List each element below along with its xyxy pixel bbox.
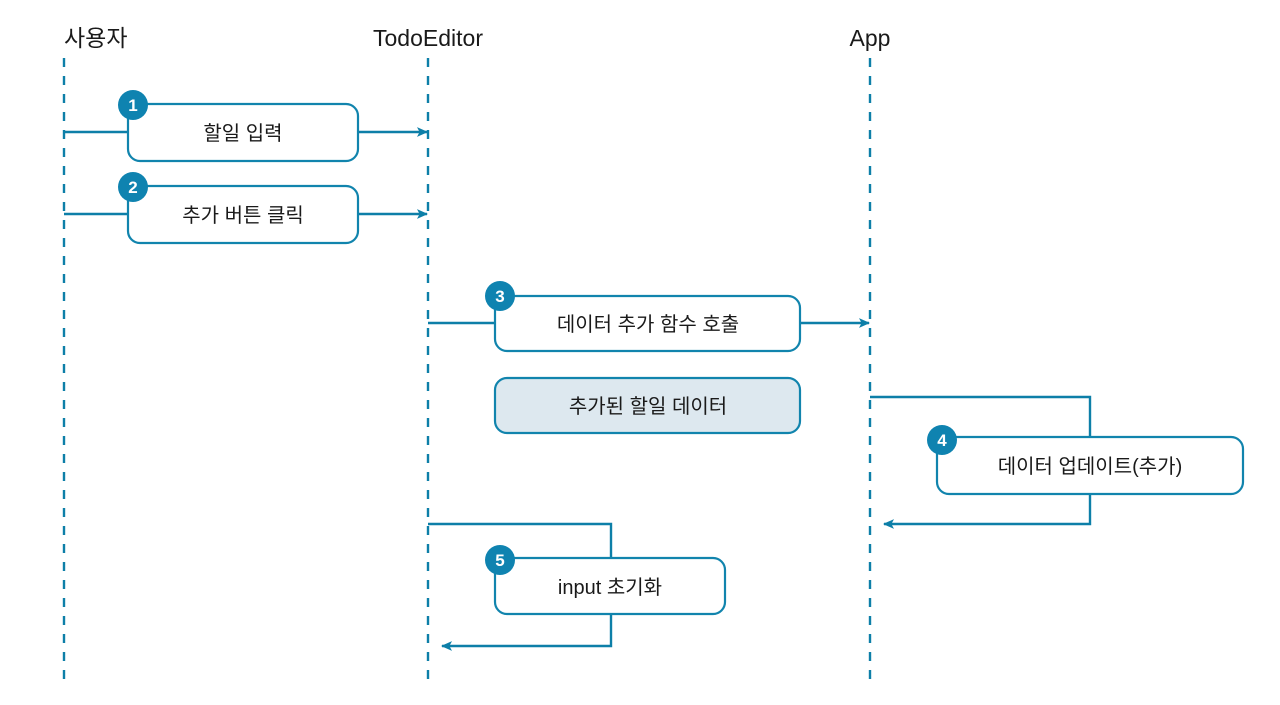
lifeline-label-editor: TodoEditor bbox=[373, 25, 483, 51]
lifeline-label-app: App bbox=[850, 25, 891, 51]
message-3-badge-number: 3 bbox=[495, 287, 504, 306]
message-2-label: 추가 버튼 클릭 bbox=[182, 204, 304, 227]
message-5-badge-circle bbox=[485, 545, 515, 575]
lifelines bbox=[62, 58, 872, 686]
message-3-box[interactable] bbox=[493, 294, 802, 353]
message-4-badge-number: 4 bbox=[937, 431, 947, 450]
message-5-box[interactable] bbox=[493, 556, 727, 616]
message-2-box[interactable] bbox=[126, 184, 360, 245]
message-3-label: 데이터 추가 함수 호출 bbox=[557, 313, 739, 336]
message-5-badge-number: 5 bbox=[495, 551, 504, 570]
message-4[interactable]: 데이터 업데이트(추가) 4 bbox=[870, 395, 1245, 529]
message-1[interactable]: 할일 입력 1 bbox=[64, 90, 428, 163]
message-2-badge-circle bbox=[118, 172, 148, 202]
message-1-badge-circle bbox=[118, 90, 148, 120]
message-3[interactable]: 데이터 추가 함수 호출 3 bbox=[428, 281, 870, 353]
message-4-box[interactable] bbox=[935, 435, 1245, 496]
message-1-label: 할일 입력 bbox=[203, 122, 282, 145]
message-2[interactable]: 추가 버튼 클릭 2 bbox=[64, 172, 428, 245]
message-2-badge-number: 2 bbox=[128, 178, 137, 197]
message-4-badge-circle bbox=[927, 425, 957, 455]
note-box[interactable] bbox=[493, 376, 802, 435]
lifeline-label-user: 사용자 bbox=[64, 25, 127, 51]
message-4-label: 데이터 업데이트(추가) bbox=[998, 455, 1182, 478]
lifeline-headers: 사용자 TodoEditor App bbox=[64, 25, 890, 51]
note-label: 추가된 할일 데이터 bbox=[569, 395, 727, 418]
message-5-label: input 초기화 bbox=[558, 576, 662, 599]
message-1-badge-number: 1 bbox=[128, 96, 137, 115]
message-5[interactable]: input 초기화 5 bbox=[428, 522, 727, 651]
note-added-todo-data[interactable]: 추가된 할일 데이터 bbox=[493, 376, 802, 435]
message-3-badge-circle bbox=[485, 281, 515, 311]
message-1-box[interactable] bbox=[126, 102, 360, 163]
